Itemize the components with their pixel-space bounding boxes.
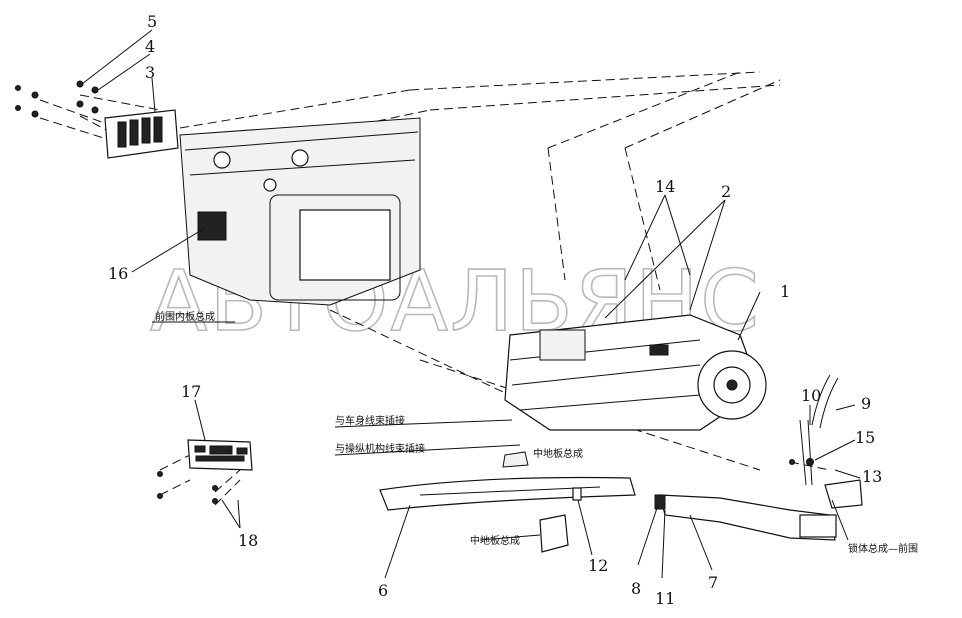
fasteners-left <box>15 80 99 118</box>
label-front-panel: 前围内板总成 <box>155 310 215 323</box>
callout-3: 3 <box>145 63 155 82</box>
part-1-hvac-unit <box>504 314 767 431</box>
callout-1: 1 <box>780 282 790 301</box>
part-7-duct <box>659 494 837 541</box>
callout-16: 16 <box>108 264 128 283</box>
alignment-lines <box>39 71 831 506</box>
label-body-harness: 与车身线束插接 <box>335 414 405 427</box>
callout-4: 4 <box>145 37 155 56</box>
leader-lines <box>81 29 861 579</box>
label-floor-panel-lower: 中地板总成 <box>470 534 520 547</box>
label-control-harness: 与操纵机构线束插接 <box>335 442 425 455</box>
callout-9: 9 <box>861 394 871 413</box>
small-parts <box>502 451 863 553</box>
front-panel-assembly <box>179 117 421 306</box>
part-3-grille <box>104 109 179 159</box>
callout-11: 11 <box>655 589 675 608</box>
part-9-10-pipe <box>799 374 839 486</box>
callout-14: 14 <box>655 177 675 196</box>
callout-18: 18 <box>238 531 258 550</box>
callout-17: 17 <box>181 382 201 401</box>
callout-15: 15 <box>855 428 875 447</box>
callout-2: 2 <box>721 182 731 201</box>
callout-10: 10 <box>801 386 821 405</box>
part-17-control-panel <box>157 439 253 504</box>
part-6-duct <box>379 476 636 511</box>
callout-13: 13 <box>862 467 882 486</box>
callout-6: 6 <box>378 581 388 600</box>
label-floor-panel-upper: 中地板总成 <box>533 447 583 460</box>
label-lock-assembly: 锁体总成—前围 <box>848 542 918 555</box>
annotation-labels: 前围内板总成 与车身线束插接 与操纵机构线束插接 中地板总成 中地板总成 锁体总… <box>155 310 918 555</box>
callout-numbers: 5 4 3 1 2 14 16 17 18 6 8 11 7 12 9 10 1… <box>108 12 882 608</box>
callout-12: 12 <box>588 556 608 575</box>
callout-8: 8 <box>631 579 641 598</box>
callout-5: 5 <box>147 12 157 31</box>
callout-7: 7 <box>708 573 718 592</box>
